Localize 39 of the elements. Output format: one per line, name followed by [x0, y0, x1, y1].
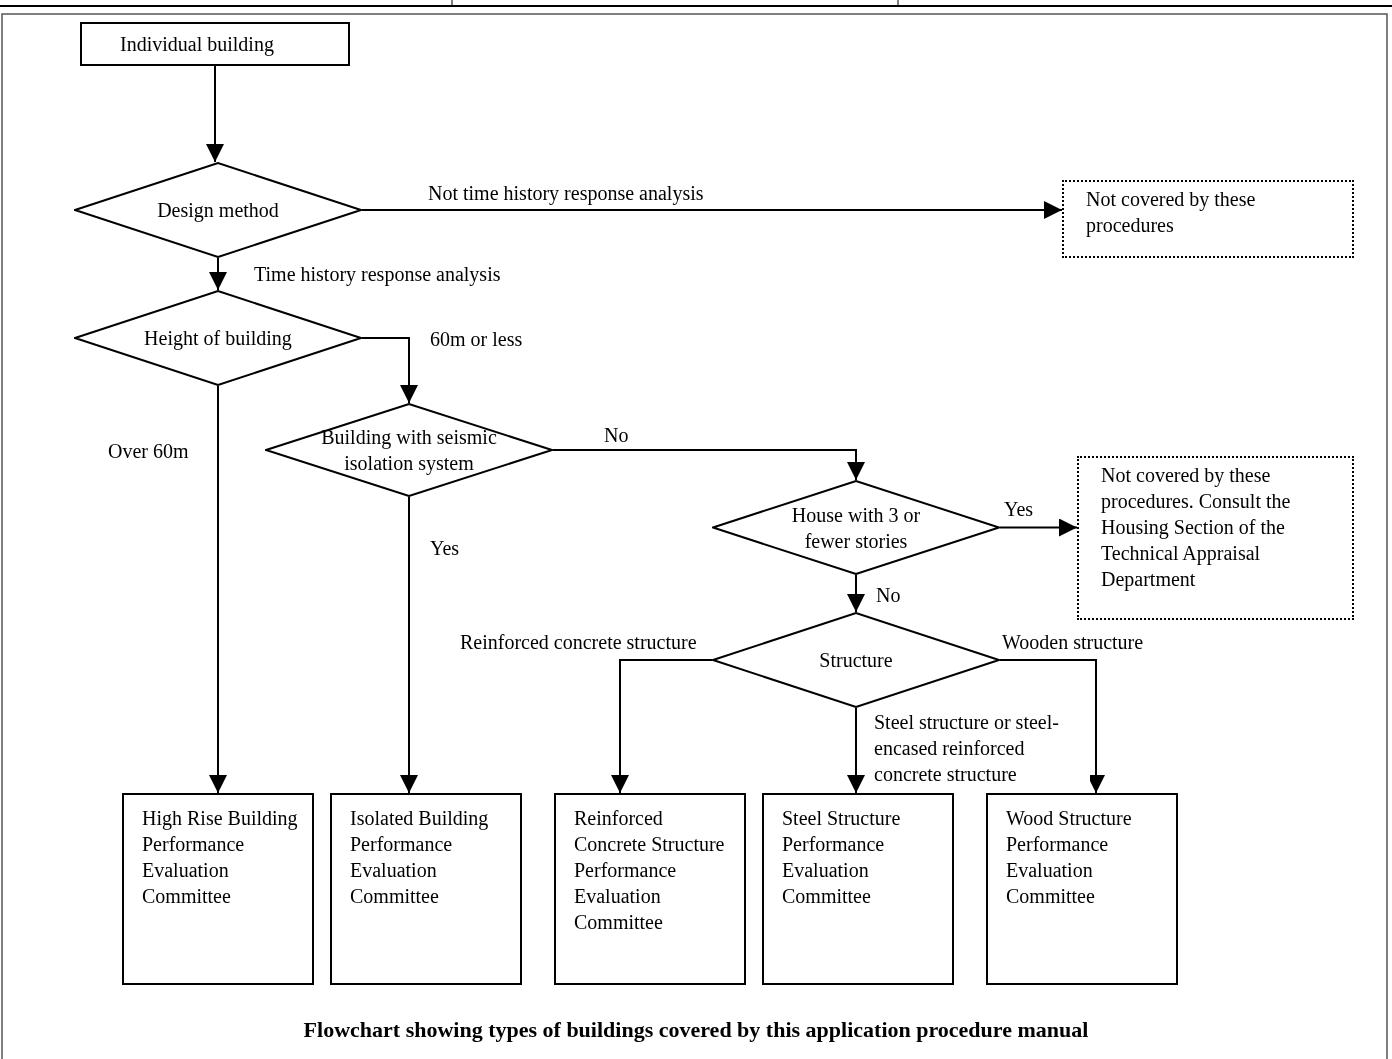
arrow: [999, 518, 1078, 537]
note-box: [1062, 180, 1354, 258]
process-box: [330, 793, 522, 985]
arrow: [209, 385, 227, 794]
process-box: [122, 793, 314, 985]
box-label: High Rise Building Performance Evaluation Committee: [142, 806, 299, 909]
arrow: [361, 337, 418, 404]
box-label: Not covered by these procedures. Consult the Housing Section of the Technical Appraisal Department: [1101, 463, 1292, 592]
diamond-label: Design method: [156, 198, 280, 223]
decision-diamond: [712, 612, 1000, 708]
arrow: [847, 707, 865, 794]
arrow: [999, 659, 1105, 794]
arrow: [611, 659, 713, 794]
box-label: Individual building: [120, 32, 274, 57]
note-box: [1077, 456, 1354, 620]
box-label: Wood Structure Performance Evaluation Committee: [1006, 806, 1133, 909]
box-label: Isolated Building Performance Evaluation Committee: [350, 806, 490, 909]
decision-diamond: [265, 403, 553, 497]
decision-diamond: [74, 162, 362, 258]
arrow: [552, 449, 865, 481]
decision-diamond: [712, 480, 1000, 575]
arrow: [400, 496, 418, 794]
process-box: [554, 793, 746, 985]
process-box: [762, 793, 954, 985]
diamond-label: House with 3 or fewer stories: [790, 502, 922, 554]
process-box: [80, 22, 350, 66]
arrow: [209, 257, 227, 291]
caption: Flowchart showing types of buildings covered by this application procedure manual: [302, 1016, 1090, 1044]
arrow: [847, 574, 865, 613]
process-box: [986, 793, 1178, 985]
box-label: Reinforced Concrete Structure Performance Evaluation Committee: [574, 806, 726, 935]
diamond-label: Structure: [818, 648, 894, 673]
diamond-label: Building with seismic isolation system: [320, 425, 498, 476]
diamond-label: Height of building: [143, 326, 293, 351]
arrow: [361, 201, 1063, 219]
box-label: Steel Structure Performance Evaluation Committee: [782, 806, 902, 909]
arrow: [206, 65, 224, 163]
box-label: Not covered by these procedures: [1086, 187, 1257, 238]
decision-diamond: [74, 290, 362, 386]
